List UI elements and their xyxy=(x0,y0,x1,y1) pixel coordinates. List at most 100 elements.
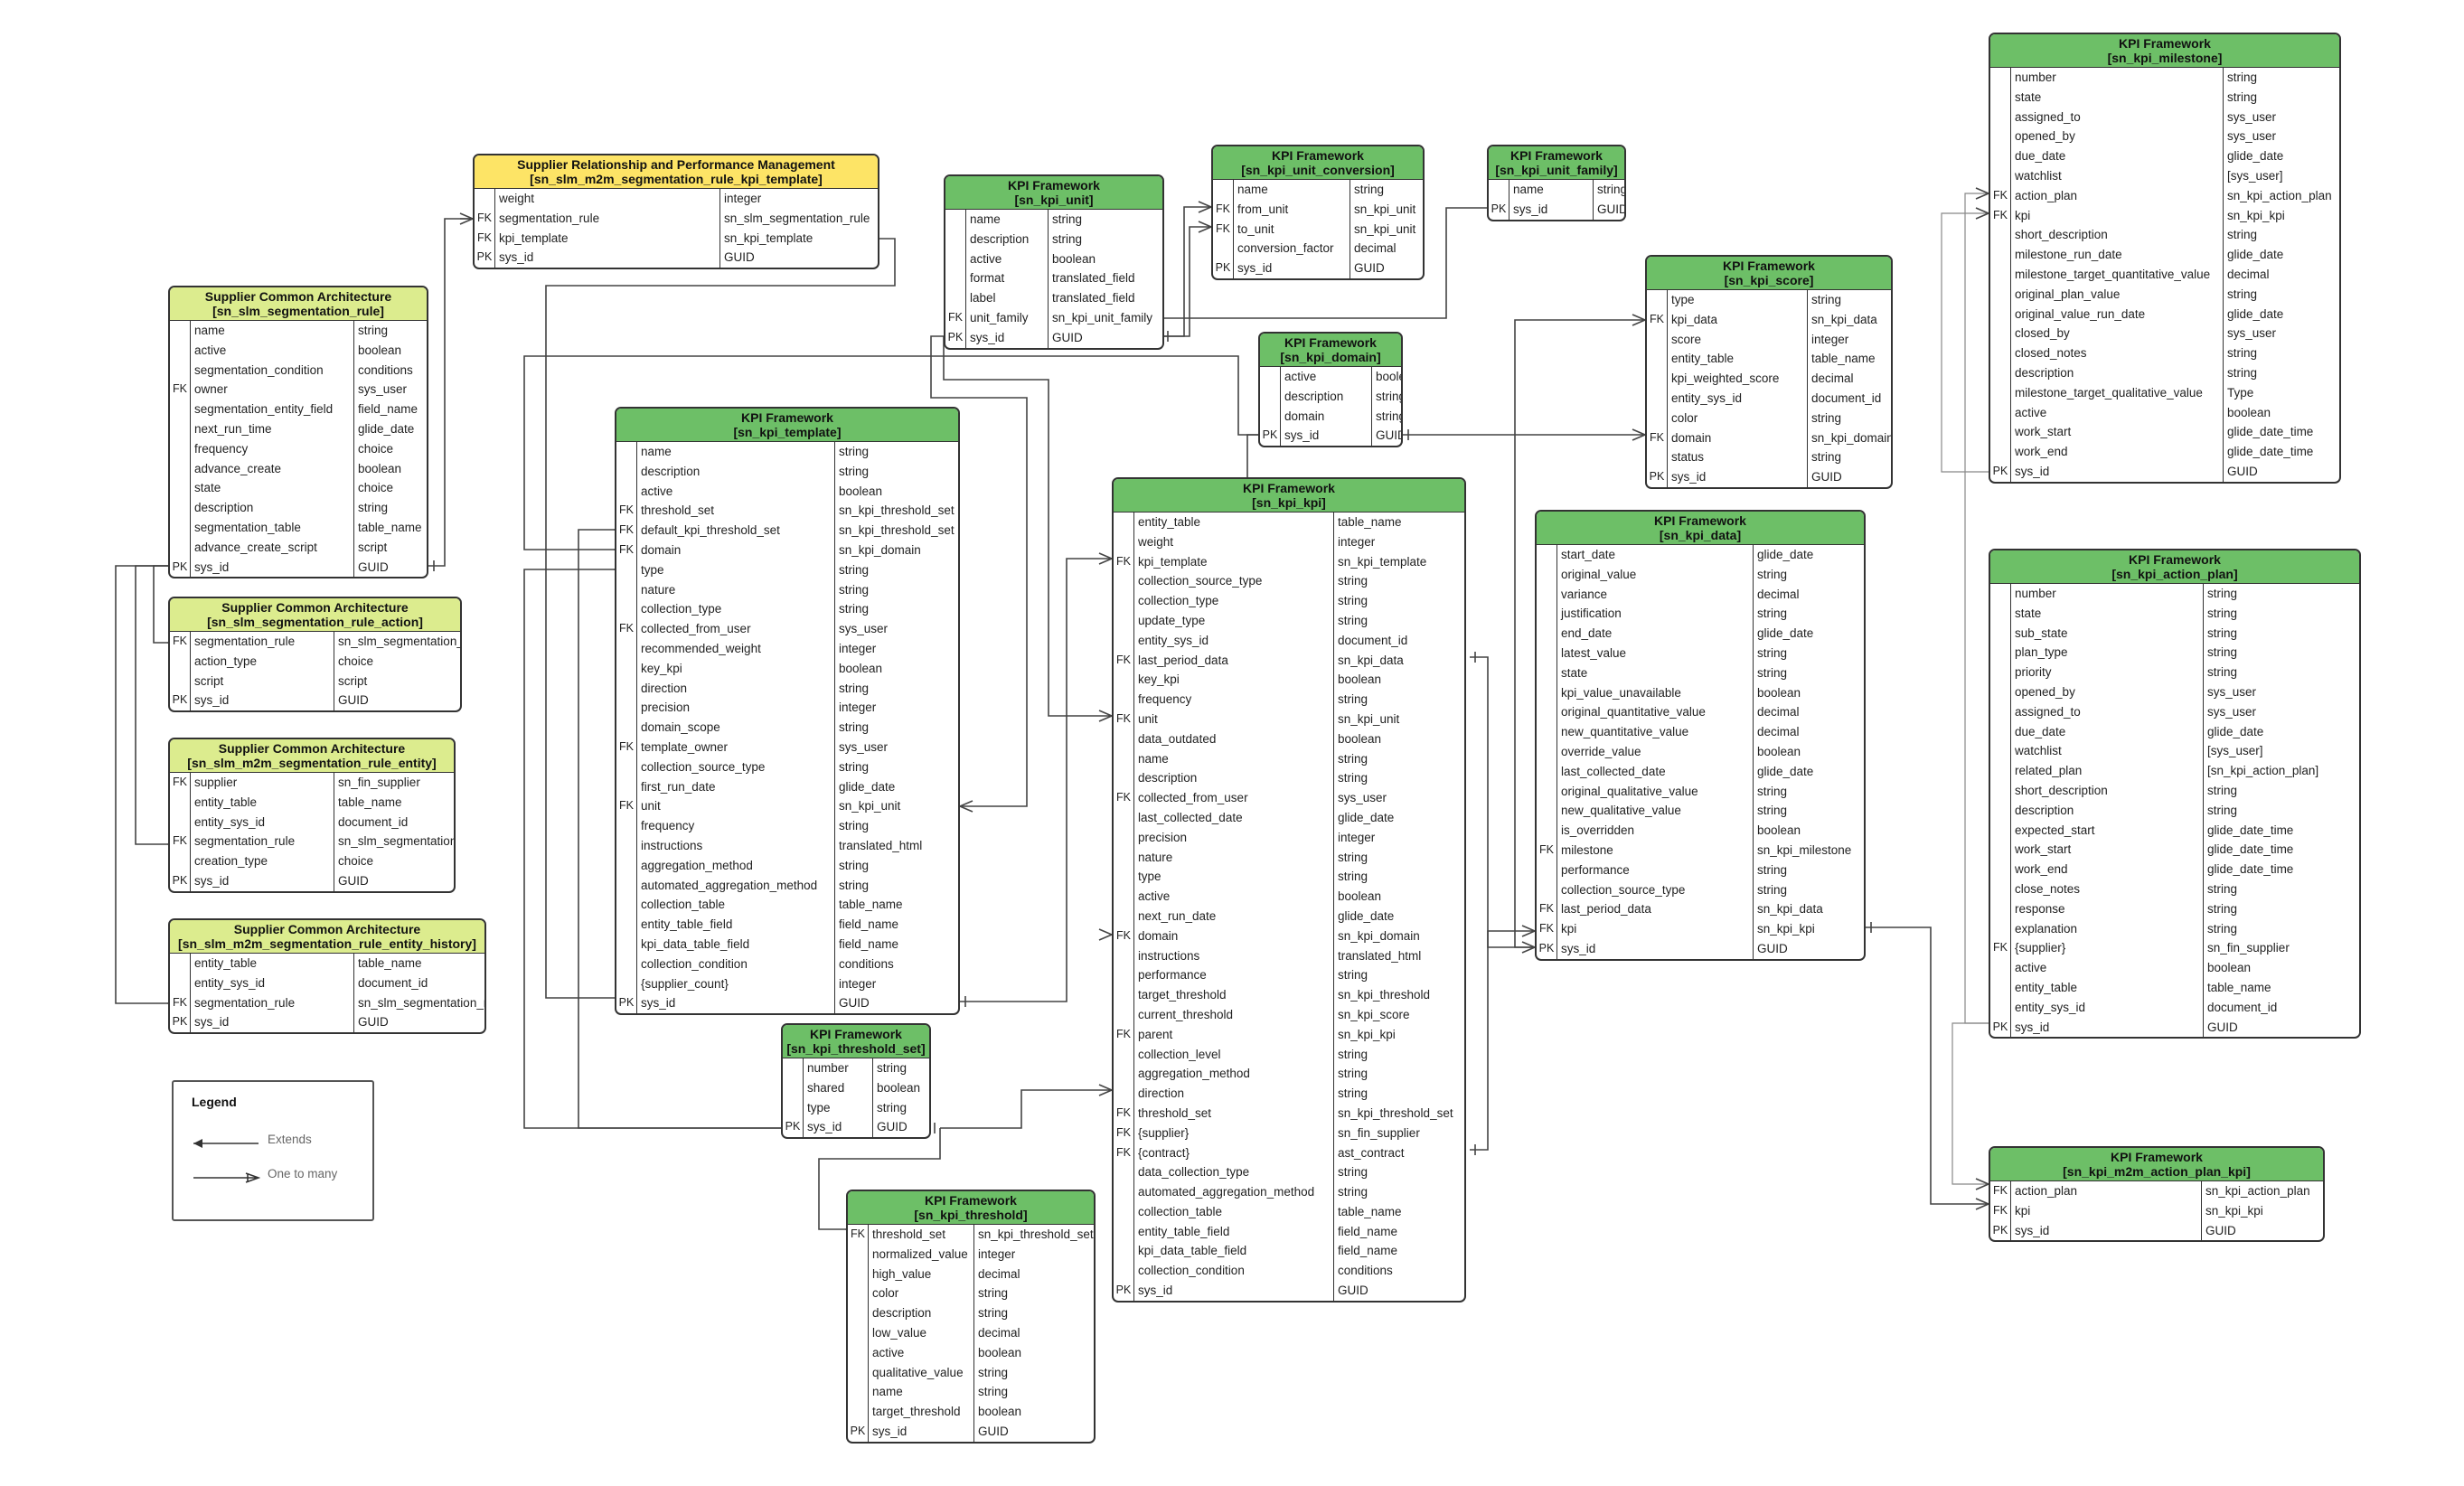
field-name: description xyxy=(869,1303,974,1323)
key-marker xyxy=(170,400,191,419)
key-marker xyxy=(1114,1241,1134,1262)
entity-table-name: [sn_slm_m2m_segmentation_rule_entity_his… xyxy=(178,936,476,951)
key-marker xyxy=(616,560,637,580)
field-name: template_owner xyxy=(637,737,835,757)
field-name: sys_id xyxy=(495,248,720,268)
key-marker xyxy=(1114,1044,1134,1065)
field-type: string xyxy=(839,858,870,872)
field-name: high_value xyxy=(869,1264,974,1284)
field-type: translated_html xyxy=(839,838,923,852)
entity-title: KPI Framework xyxy=(1243,481,1335,495)
field-name: kpi xyxy=(1557,919,1754,939)
entity-header: KPI Framework[sn_kpi_unit_family] xyxy=(1489,146,1624,180)
field-type: string xyxy=(1757,784,1788,798)
key-marker xyxy=(1114,906,1134,926)
field-type: sn_kpi_unit xyxy=(839,799,901,814)
field-type: GUID xyxy=(1052,330,1083,344)
key-marker xyxy=(945,268,966,289)
entity-seg-rule[interactable]: Supplier Common Architecture[sn_slm_segm… xyxy=(168,286,428,579)
key-marker xyxy=(1537,781,1557,802)
entity-table-name: [sn_kpi_threshold_set] xyxy=(786,1041,926,1056)
entity-seg-rule-action[interactable]: Supplier Common Architecture[sn_slm_segm… xyxy=(168,597,462,713)
key-marker xyxy=(616,579,637,600)
field-name: segmentation_entity_field xyxy=(191,400,354,419)
key-marker: FK xyxy=(1990,205,2011,226)
entity-header: KPI Framework[sn_kpi_template] xyxy=(616,409,958,442)
entity-kpi-threshold-set[interactable]: KPI Framework[sn_kpi_threshold_set]numbe… xyxy=(781,1023,931,1140)
field-name: sys_id xyxy=(1668,467,1808,487)
entity-kpi-unit-conversion[interactable]: KPI Framework[sn_kpi_unit_conversion]nam… xyxy=(1211,145,1425,280)
field-name: {contract} xyxy=(1134,1143,1334,1163)
field-name: domain xyxy=(637,540,835,560)
legend-extends: Extends xyxy=(268,1133,312,1146)
field-name: direction xyxy=(637,678,835,699)
field-type: field_name xyxy=(839,936,899,951)
field-name: name xyxy=(1234,180,1350,200)
field-name: advance_create xyxy=(191,458,354,479)
field-type: boolean xyxy=(1376,370,1401,383)
entity-seg-rule-entity[interactable]: Supplier Common Architecture[sn_slm_m2m_… xyxy=(168,738,456,893)
key-marker xyxy=(1647,369,1668,389)
key-marker xyxy=(1990,127,2011,147)
field-name: description xyxy=(1134,768,1334,789)
key-marker xyxy=(1990,284,2011,305)
field-row: FK{supplier}sn_fin_supplier xyxy=(1114,1123,1464,1143)
key-marker xyxy=(1990,840,2011,861)
entity-title: Supplier Common Architecture xyxy=(204,289,392,304)
key-marker xyxy=(1114,1084,1134,1104)
field-name: sys_id xyxy=(1234,259,1350,278)
key-marker: FK xyxy=(1114,1024,1134,1045)
field-name: new_quantitative_value xyxy=(1557,722,1754,742)
field-type: string xyxy=(1052,212,1083,226)
key-marker xyxy=(1647,290,1668,310)
entity-seg-rule-entity-history[interactable]: Supplier Common Architecture[sn_slm_m2m_… xyxy=(168,918,486,1035)
field-name: kpi xyxy=(2011,205,2224,226)
entity-kpi-domain[interactable]: KPI Framework[sn_kpi_domain]activeboolea… xyxy=(1258,332,1403,448)
field-type: string xyxy=(1338,1086,1368,1101)
legend: Legend Extends One to many xyxy=(172,1080,374,1221)
field-name: collection_table xyxy=(637,895,835,916)
field-type: sn_kpi_domain xyxy=(839,542,921,557)
field-type: decimal xyxy=(1354,241,1397,256)
key-marker xyxy=(1114,887,1134,907)
key-marker: FK xyxy=(1213,199,1234,220)
field-name: key_kpi xyxy=(1134,670,1334,691)
entity-header: Supplier Common Architecture[sn_slm_m2m_… xyxy=(170,920,484,954)
field-type: conditions xyxy=(839,956,894,971)
field-name: watchlist xyxy=(2011,741,2204,762)
key-marker xyxy=(848,1264,869,1284)
key-marker xyxy=(170,321,191,341)
entity-slm-kpi-template[interactable]: Supplier Relationship and Performance Ma… xyxy=(473,154,879,270)
key-marker xyxy=(1537,741,1557,762)
entity-kpi-m2m-action-plan-kpi[interactable]: KPI Framework[sn_kpi_m2m_action_plan_kpi… xyxy=(1989,1146,2325,1243)
key-marker xyxy=(1114,1182,1134,1202)
field-type: string xyxy=(1338,1185,1368,1199)
field-name: milestone_target_quantitative_value xyxy=(2011,264,2224,285)
